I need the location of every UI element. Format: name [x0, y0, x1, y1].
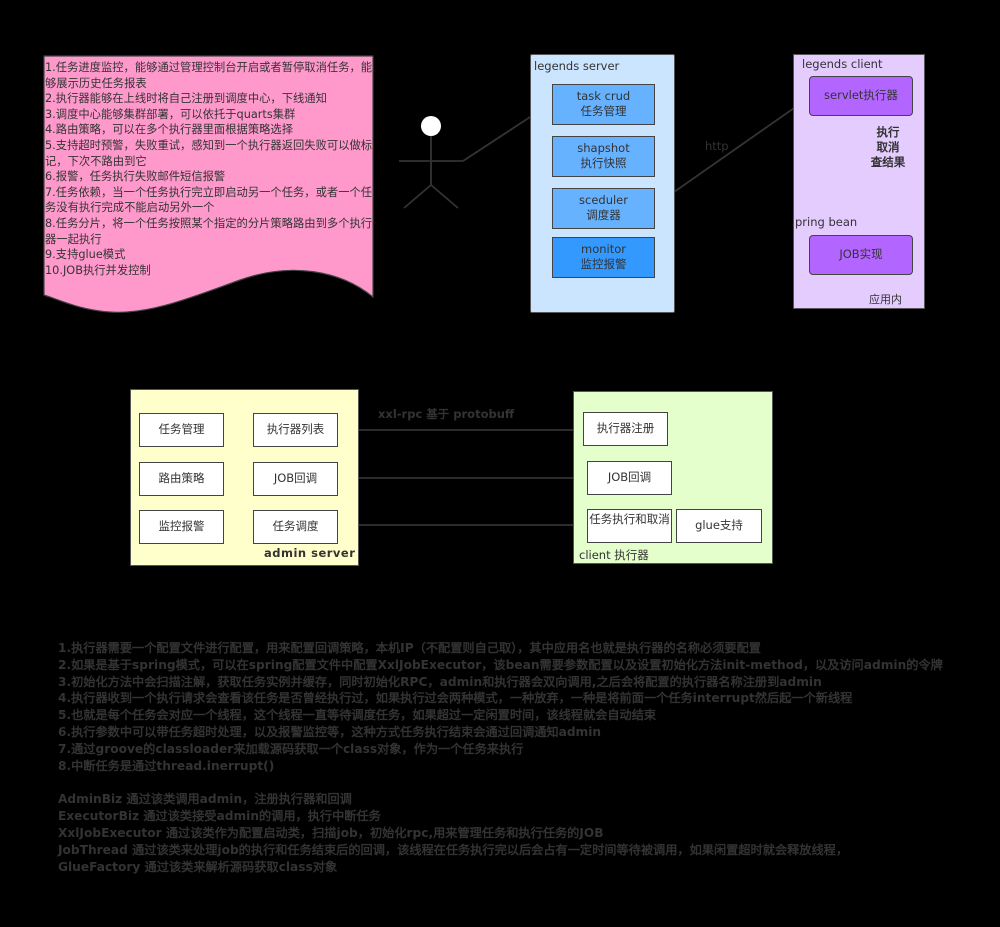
feature-note-line: 8.任务分片，将一个任务按照某个指定的分片策略路由到多个执行器一起执行: [45, 216, 373, 246]
client-executor-label: client 执行器: [579, 548, 649, 562]
snapshot-zh-label: 执行快照: [580, 156, 627, 170]
spring-bean-label: pring bean: [795, 215, 858, 229]
feature-note-line: 3.调度中心能够集群部署，可以依托于quarts集群: [45, 107, 296, 121]
in-app-label: 应用内: [869, 293, 902, 306]
numbered-notes: 1.执行器需要一个配置文件进行配置，用来配置回调策略，本机IP（不配置则自己取）…: [58, 640, 978, 774]
monitor-zh-label: 监控报警: [580, 257, 627, 271]
class-notes: AdminBiz 通过该类调用admin，注册执行器和回调 ExecutorBiz…: [58, 791, 978, 875]
executor-run-cancel: 任务执行和取消: [587, 509, 672, 543]
executor-glue-support: glue支持: [676, 509, 762, 543]
feature-note-line: 5.支持超时预警，失败重试，感知到一个执行器返回失败可以做标记，下次不路由到它: [45, 138, 373, 168]
monitor-label: monitor: [581, 242, 626, 256]
http-label: http: [705, 139, 729, 153]
scheduler-block: sceduler 调度器: [552, 188, 655, 229]
admin-server-box: 任务管理 路由策略 监控报警 执行器列表 JOB回调 任务调度: [130, 389, 359, 566]
exec-op-execute: 执行: [876, 125, 900, 139]
admin-routing-strategy: 路由策略: [139, 462, 224, 496]
numbered-note-line: 8.中断任务是通过thread.inerrupt(): [58, 758, 275, 773]
feature-note-line: 1.任务进度监控，能够通过管理控制台开启或者暂停取消任务，能够展示历史任务报表: [45, 61, 373, 90]
numbered-note-line: 5.也就是每个任务会对应一个线程，这个线程一直等待调度任务，如果超过一定闲置时间…: [58, 708, 657, 723]
snapshot-block: shapshot 执行快照: [552, 136, 655, 177]
admin-executor-list: 执行器列表: [253, 413, 338, 447]
feature-note-line: 10.JOB执行并发控制: [45, 263, 151, 277]
feature-note-line: 4.路由策略，可以在多个执行器里面根据策略选择: [45, 123, 294, 137]
class-note-line: XxlJobExecutor 通过该类作为配置启动类，扫描job，初始化rpc,…: [58, 825, 604, 840]
admin-task-management: 任务管理: [139, 413, 224, 447]
exec-op-result: 查结果: [870, 155, 906, 169]
numbered-note-line: 1.执行器需要一个配置文件进行配置，用来配置回调策略，本机IP（不配置则自己取）…: [58, 641, 761, 655]
legends-client-box: legends client servlet执行器 JOB实现: [793, 54, 925, 309]
legends-client-title: legends client: [802, 57, 883, 71]
legends-server-title: legends server: [534, 59, 620, 73]
bottom-notes: 1.执行器需要一个配置文件进行配置，用来配置回调策略，本机IP（不配置则自己取）…: [58, 640, 978, 875]
task-crud-label: task crud: [576, 89, 631, 103]
monitor-block: monitor 监控报警: [552, 237, 655, 278]
feature-note-line: 7.任务依赖，当一个任务执行完立即启动另一个任务，或者一个任务没有执行完成不能启…: [45, 185, 373, 215]
scheduler-zh-label: 调度器: [586, 208, 621, 222]
task-crud-block: task crud 任务管理: [552, 84, 655, 125]
class-note-line: ExecutorBiz 通过该类接受admin的调用，执行中断任务: [58, 809, 381, 824]
servlet-executor-block: servlet执行器: [809, 76, 913, 116]
feature-note-background: [43, 55, 374, 313]
numbered-note-line: 6.执行参数中可以带任务超时处理，以及报警监控等，这种方式任务执行结束会通过回调…: [58, 724, 602, 739]
numbered-note-line: 4.执行器收到一个执行请求会查看该任务是否曾经执行过，如果执行过会两种模式，一种…: [58, 691, 853, 706]
legends-server-box: legends server task crud 任务管理 shapshot 执…: [530, 54, 675, 313]
executor-job-callback: JOB回调: [587, 461, 672, 495]
feature-note-line: 2.执行器能够在上线时将自己注册到调度中心，下线通知: [45, 92, 327, 106]
executor-register: 执行器注册: [583, 412, 668, 446]
numbered-note-line: 3.初始化方法中会扫描注解，获取任务实例并缓存，同时初始化RPC，admin和执…: [58, 674, 822, 689]
numbered-note-line: 2.如果是基于spring模式，可以在spring配置文件中配置XxlJobEx…: [58, 657, 943, 672]
scheduler-label: sceduler: [579, 193, 628, 207]
exec-op-cancel: 取消: [876, 140, 900, 154]
rpc-label: xxl-rpc 基于 protobuff: [378, 407, 515, 421]
snapshot-label: shapshot: [577, 141, 630, 155]
feature-note-line: 9.支持glue模式: [45, 248, 126, 262]
class-note-line: AdminBiz 通过该类调用admin，注册执行器和回调: [58, 792, 352, 807]
task-crud-zh-label: 任务管理: [580, 104, 627, 118]
exec-ops-label: 执行 取消 查结果: [868, 125, 908, 170]
feature-note: 1.任务进度监控，能够通过管理控制台开启或者暂停取消任务，能够展示历史任务报表 2…: [45, 60, 375, 278]
numbered-note-line: 7.通过groove的classloader来加载源码获取一个class对象，作…: [58, 741, 524, 756]
admin-monitor-alarm: 监控报警: [139, 510, 224, 544]
admin-job-callback: JOB回调: [253, 462, 338, 496]
admin-server-label: admin server: [264, 546, 356, 560]
class-note-line: GlueFactory 通过该类来解析源码获取class对象: [58, 859, 338, 874]
client-executor-box: 执行器注册 JOB回调 任务执行和取消 glue支持: [573, 391, 773, 564]
admin-task-dispatch: 任务调度: [253, 510, 338, 544]
job-impl-block: JOB实现: [809, 235, 913, 275]
feature-note-line: 6.报警，任务执行失败邮件短信报警: [45, 170, 226, 184]
class-note-line: JobThread 通过该类来处理job的执行和任务结束后的回调，该线程在任务执…: [58, 842, 849, 857]
